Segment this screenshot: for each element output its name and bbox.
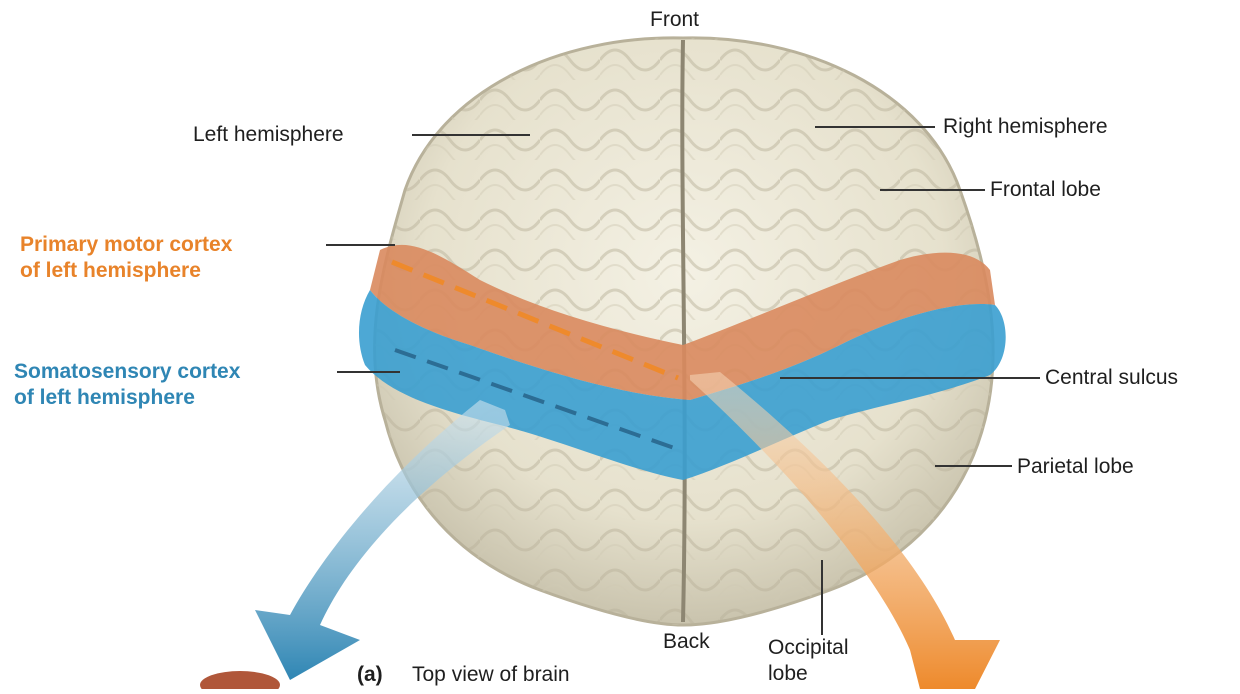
occipital-label-line1: Occipital [768,636,849,660]
back-label: Back [663,630,710,654]
left-hemisphere-label: Left hemisphere [193,123,344,147]
somatosensory-label-line2: of left hemisphere [14,386,195,410]
right-hemisphere-label: Right hemisphere [943,115,1108,139]
primary-motor-label-line1: Primary motor cortex [20,233,232,257]
longitudinal-fissure [682,40,684,622]
parietal-lobe-label: Parietal lobe [1017,455,1134,479]
caption-tag: (a) [357,663,383,687]
occipital-label-line2: lobe [768,662,808,686]
central-sulcus-label: Central sulcus [1045,366,1178,390]
front-label: Front [650,8,699,32]
hand-fragment [200,671,280,689]
somatosensory-label-line1: Somatosensory cortex [14,360,240,384]
caption-text: Top view of brain [412,663,570,687]
primary-motor-label-line2: of left hemisphere [20,259,201,283]
frontal-lobe-label: Frontal lobe [990,178,1101,202]
